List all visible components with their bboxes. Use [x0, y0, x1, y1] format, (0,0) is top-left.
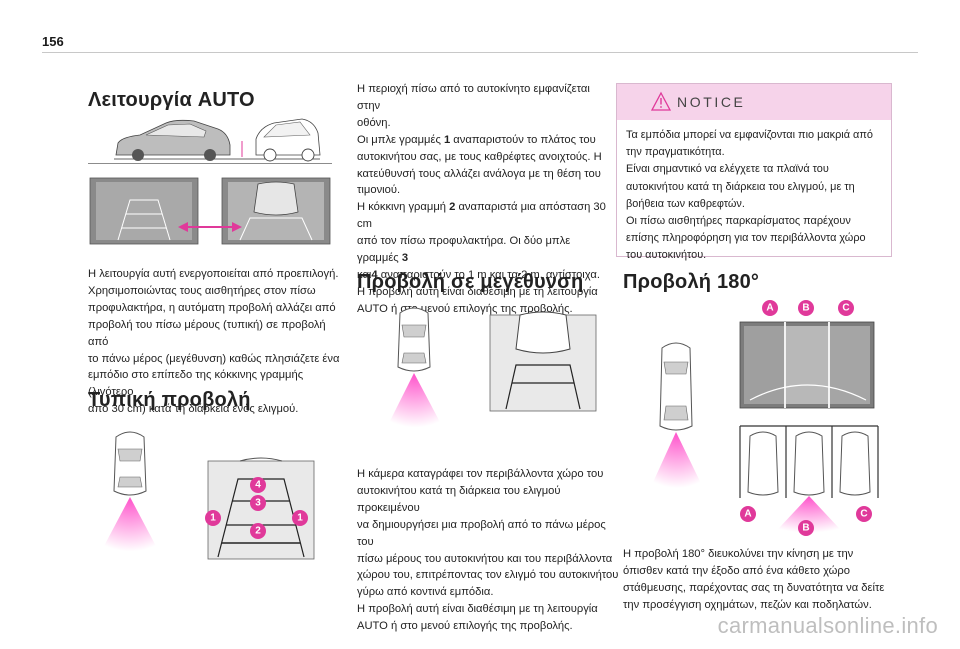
- view-180-illustration: A B C A B C: [644, 300, 879, 542]
- standard-view-illustration: 1 2 3 4 1: [94, 431, 315, 565]
- svg-text:4: 4: [255, 480, 261, 491]
- svg-text:1: 1: [297, 513, 303, 524]
- svg-text:C: C: [842, 303, 849, 314]
- marker-badge-a-top: A: [762, 300, 778, 316]
- car-side-view-illustration: [114, 118, 321, 162]
- svg-text:3: 3: [255, 498, 261, 509]
- marker-badge-3: 3: [250, 495, 266, 511]
- notice-text: Τα εμπόδια μπορεί να εμφανίζονται πιο μα…: [626, 129, 873, 262]
- marker-badge-c-top: C: [838, 300, 854, 316]
- illustration-divider: [88, 163, 332, 164]
- section-title-auto: Λειτουργία AUTO: [88, 89, 255, 111]
- marker-badge-b-top: B: [798, 300, 814, 316]
- notice-header: NOTICE: [617, 84, 891, 120]
- auto-mode-description: Η λειτουργία αυτή ενεργοποιείται από προ…: [88, 268, 340, 416]
- svg-text:1: 1: [210, 513, 216, 524]
- marker-badge-4: 4: [250, 477, 266, 493]
- marker-badge-1-left: 1: [205, 510, 221, 526]
- svg-text:C: C: [860, 509, 867, 520]
- header-divider: [42, 52, 918, 53]
- svg-text:B: B: [802, 303, 809, 314]
- notice-title: NOTICE: [677, 94, 746, 110]
- notice-box: NOTICE Τα εμπόδια μπορεί να εμφανίζονται…: [616, 83, 892, 261]
- section-title-standard-view: Τυπική προβολή: [88, 389, 251, 411]
- svg-text:2: 2: [255, 526, 261, 537]
- view-180-description: Η προβολή 180° διευκολύνει την κίνηση με…: [623, 548, 885, 611]
- svg-text:A: A: [766, 303, 773, 314]
- watermark: carmanualsonline.info: [717, 613, 938, 638]
- camera-screens-illustration: [89, 177, 331, 245]
- marker-badge-b-bottom: B: [798, 520, 814, 536]
- zoom-view-illustration: [380, 307, 597, 441]
- section-title-180-view: Προβολή 180°: [623, 271, 760, 293]
- section-title-zoom-view: Προβολή σε μεγέθυνση: [357, 271, 584, 293]
- page-number: 156: [42, 34, 64, 49]
- standard-view-description: Η περιοχή πίσω από το αυτοκίνητο εμφανίζ…: [357, 83, 606, 315]
- marker-badge-a-bottom: A: [740, 506, 756, 522]
- zoom-view-description: Η κάμερα καταγράφει τον περιβάλλοντα χώρ…: [357, 468, 619, 633]
- svg-text:A: A: [744, 509, 751, 520]
- marker-badge-2: 2: [250, 523, 266, 539]
- marker-badge-c-bottom: C: [856, 506, 872, 522]
- marker-badge-1-right: 1: [292, 510, 308, 526]
- svg-text:B: B: [802, 523, 809, 534]
- warning-icon: [650, 91, 672, 111]
